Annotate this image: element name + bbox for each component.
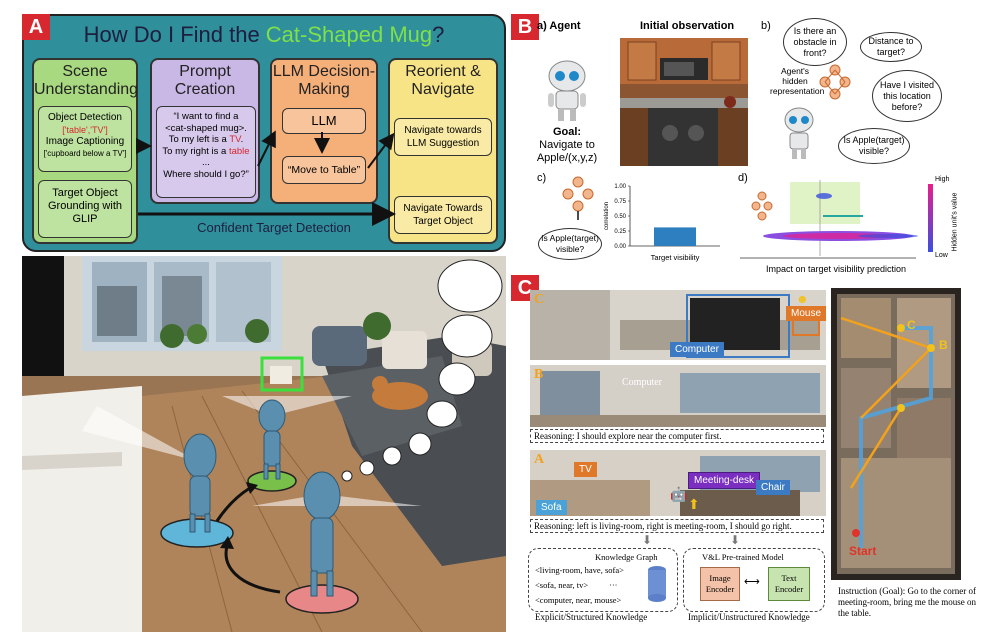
nav-llm-box: Navigate towards LLM Suggestion — [394, 118, 492, 156]
panel-a-title: How Do I Find the Cat-Shaped Mug? — [83, 22, 445, 47]
prompt-text-box: “I want to find a <cat-shaped mug>. To m… — [156, 106, 256, 198]
colorbar-label: Hidden unit's value — [951, 192, 959, 252]
initial-observation-label: Initial observation — [640, 20, 735, 32]
row-a-letter: A — [534, 452, 545, 467]
neural-net-icon — [819, 64, 851, 100]
x-category-label: Target visibility — [651, 253, 700, 262]
y-tick-label: 0.50 — [614, 214, 626, 220]
down-arrow-icon-1: ⬇ — [642, 533, 653, 547]
row-b-photo: B Computer — [530, 365, 826, 427]
panel-a-arrows — [136, 130, 396, 226]
y-tick-label: 0.00 — [614, 244, 626, 250]
arrow-up-icon: ⬆ — [688, 496, 700, 512]
map-start-label: Start — [849, 544, 877, 558]
row-c-letter: C — [534, 292, 545, 307]
goal-text: Goal: Navigate to Apple/(x,y,z) — [536, 126, 598, 164]
impact-swarm-plot — [740, 180, 933, 259]
move-to-table-box: “Move to Table” — [282, 156, 366, 184]
implicit-knowledge-label: Implicit/Unstructured Knowledge — [688, 612, 810, 622]
sofa-tag: Sofa — [536, 500, 567, 515]
down-arrow-icon-2: ⬇ — [730, 533, 741, 547]
reorient-navigate-box: Reorient &Navigate Navigate towards LLM … — [388, 58, 498, 244]
computer-tag: Computer — [670, 342, 724, 357]
y-axis-label: correlation — [604, 202, 610, 230]
llm-box: LLM — [282, 108, 366, 134]
thought-visited: Have I visited this location before? — [872, 70, 942, 122]
glip-box: Target Object Grounding with GLIP — [38, 180, 132, 238]
y-tick-label: 1.00 — [614, 184, 626, 190]
floor-plan-map: C B Start — [831, 288, 961, 580]
bar-target-visibility — [654, 227, 696, 246]
robot-agent-icon — [548, 60, 586, 121]
thought-obstacle: Is there an obstacle in front? — [783, 18, 847, 66]
meeting-desk-tag: Meeting-desk — [688, 472, 761, 489]
row-b-letter: B — [534, 367, 544, 382]
map-c-label: C — [907, 318, 916, 332]
reorient-heading: Reorient &Navigate — [405, 63, 481, 98]
knowledge-graph-box: Knowledge Graph <living-room, have, sofa… — [528, 548, 678, 612]
llm-decision-box: LLM Decision-Making LLM “Move to Table” — [270, 58, 378, 204]
thought-distance: Distance to target? — [860, 32, 922, 62]
agent-label: a) Agent — [537, 20, 581, 32]
c-thought-apple: Is Apple(target) visible? — [538, 228, 602, 260]
robot-small-icon — [784, 107, 814, 159]
confident-detection-label: Confident Target Detection — [197, 220, 351, 235]
living-room-photo — [22, 256, 506, 632]
reasoning-a: Reasoning: left is living-room, right is… — [530, 519, 824, 533]
panel-b-tag: B — [511, 14, 539, 40]
thought-apple: Is Apple(target) visible? — [838, 128, 910, 164]
c-neural-net-icon — [562, 176, 594, 220]
computer-b-label: Computer — [622, 377, 662, 388]
computer-highlight — [686, 294, 790, 358]
reasoning-b: Reasoning: I should explore near the com… — [530, 429, 824, 443]
living-room-scene — [22, 256, 506, 632]
object-detection-box: Object Detection ['table','TV'] Image Ca… — [38, 106, 132, 172]
impact-xlabel: Impact on target visibility prediction — [766, 264, 907, 274]
mouse-tag: Mouse — [786, 306, 826, 321]
colorbar-low: Low — [935, 252, 948, 259]
robot-figure — [183, 399, 341, 597]
robot-icon-row-a: 🤖 — [670, 486, 688, 502]
c-label: c) — [537, 172, 547, 184]
b-label: b) — [761, 20, 771, 32]
explicit-knowledge-label: Explicit/Structured Knowledge — [535, 612, 648, 622]
row-a-photo: A TV Meeting-desk Chair Sofa 🤖 ⬆ — [530, 450, 826, 516]
chair-tag: Chair — [756, 480, 790, 495]
row-c-photo: C Computer Mouse ☻ — [530, 290, 826, 360]
tv-tag: TV — [574, 462, 597, 477]
instruction-text: Instruction (Goal): Go to the corner of … — [838, 586, 976, 618]
smiley-icon: ☻ — [796, 292, 809, 306]
bidirectional-arrow-icon: ⟷ — [744, 576, 760, 588]
nav-target-box: Navigate Towards Target Object — [394, 196, 492, 234]
y-tick-label: 0.75 — [614, 199, 626, 205]
database-icon — [648, 566, 666, 602]
panel-a-tag: A — [22, 14, 50, 40]
y-tick-label: 0.25 — [614, 229, 626, 235]
d-label: d) — [738, 172, 748, 184]
kitchen-observation-image — [620, 38, 748, 166]
llm-heading: LLM Decision-Making — [272, 63, 376, 98]
colorbar-high: High — [935, 176, 950, 183]
map-b-label: B — [939, 338, 948, 352]
